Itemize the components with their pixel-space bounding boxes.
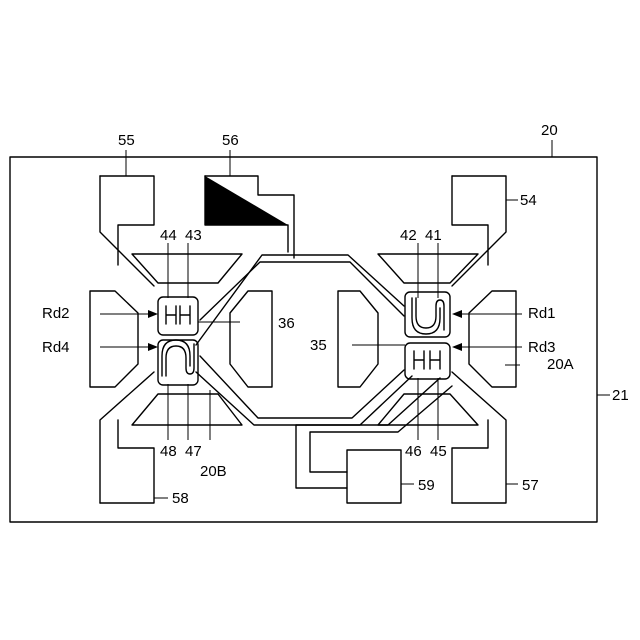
label-45: 45 [430, 443, 447, 460]
trap-left-outer [90, 291, 138, 387]
resistor-rd1 [412, 298, 444, 334]
label-rd2: Rd2 [42, 305, 70, 322]
label-58: 58 [172, 490, 189, 507]
label-55: 55 [118, 132, 135, 149]
pad-58 [100, 420, 154, 503]
pad-57 [452, 372, 506, 503]
trap-top-left [132, 254, 242, 283]
pad-55 [100, 176, 154, 265]
label-48: 48 [160, 443, 177, 460]
label-20b: 20B [200, 463, 227, 480]
label-46: 46 [405, 443, 422, 460]
resistor-rd2 [166, 306, 190, 324]
trap-top-right [378, 254, 478, 283]
label-44: 44 [160, 227, 177, 244]
pad-59 [347, 450, 401, 503]
substrate-outline [10, 157, 597, 522]
element-block-left-upper [158, 297, 198, 335]
label-59: 59 [418, 477, 435, 494]
label-20a: 20A [547, 356, 574, 373]
label-43: 43 [185, 227, 202, 244]
trap-inner-right [338, 291, 378, 387]
label-57: 57 [522, 477, 539, 494]
label-41: 41 [425, 227, 442, 244]
label-54: 54 [520, 192, 537, 209]
label-21: 21 [612, 387, 629, 404]
label-42: 42 [400, 227, 417, 244]
label-56: 56 [222, 132, 239, 149]
label-rd4: Rd4 [42, 339, 70, 356]
pad-54 [452, 176, 506, 286]
trap-inner-left [230, 291, 272, 387]
label-20: 20 [541, 122, 558, 139]
label-35: 35 [310, 337, 327, 354]
label-47: 47 [185, 443, 202, 460]
element-block-right-lower [405, 343, 450, 379]
trap-right-outer [469, 291, 516, 387]
resistor-rd4 [162, 340, 194, 376]
label-rd3: Rd3 [528, 339, 556, 356]
label-36: 36 [278, 315, 295, 332]
resistor-rd3 [414, 351, 440, 369]
label-rd1: Rd1 [528, 305, 556, 322]
